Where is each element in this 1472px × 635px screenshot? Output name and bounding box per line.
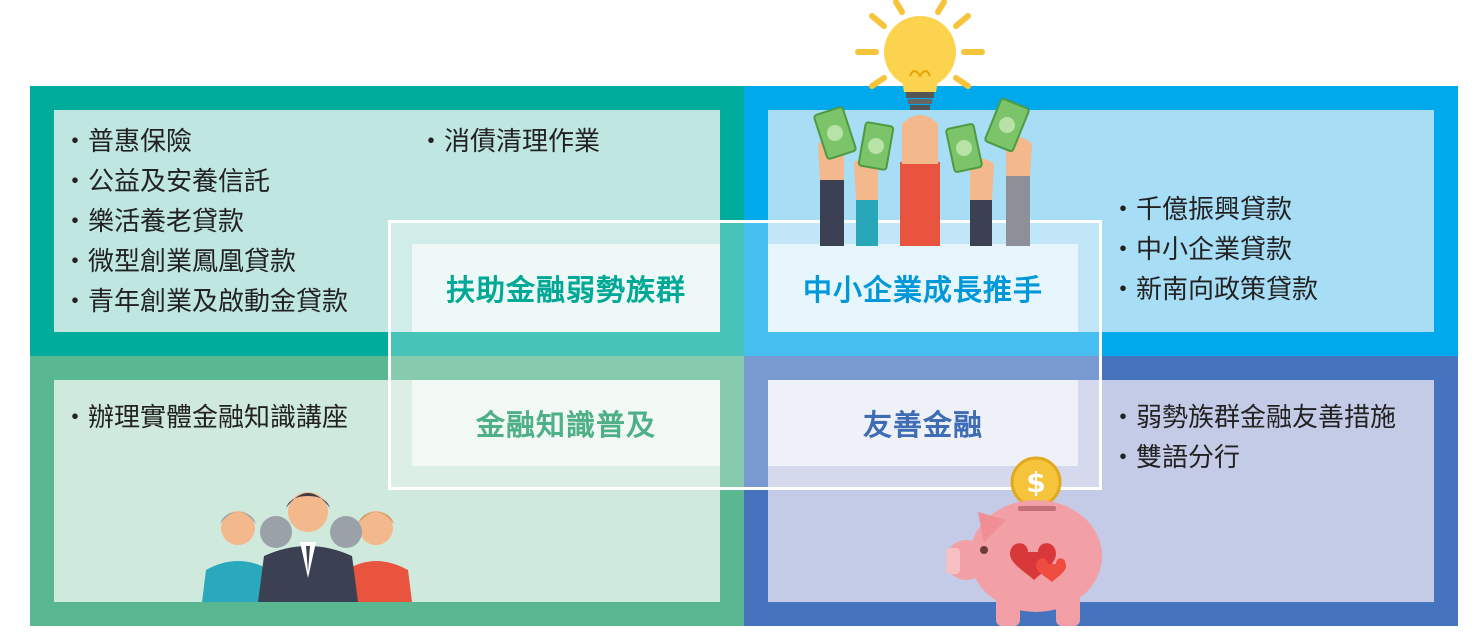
list-item: 消債清理作業 — [418, 122, 600, 162]
list-item: 樂活養老貸款 — [62, 202, 348, 242]
list-item: 弱勢族群金融友善措施 — [1110, 398, 1396, 438]
svg-text:$: $ — [1026, 466, 1045, 499]
top-right-list: 千億振興貸款 中小企業貸款 新南向政策貸款 — [1110, 190, 1318, 310]
list-item: 新南向政策貸款 — [1110, 270, 1318, 310]
top-left-list-col1: 普惠保險 公益及安養信託 樂活養老貸款 微型創業鳳凰貸款 青年創業及啟動金貸款 — [62, 122, 348, 322]
label-friendly-finance: 友善金融 — [768, 380, 1078, 466]
people-group-icon — [202, 492, 412, 602]
list-item: 青年創業及啟動金貸款 — [62, 282, 348, 322]
bottom-left-list: 辦理實體金融知識講座 — [62, 398, 348, 438]
label-financial-literacy: 金融知識普及 — [412, 380, 720, 466]
list-item: 千億振興貸款 — [1110, 190, 1318, 230]
list-item: 微型創業鳳凰貸款 — [62, 242, 348, 282]
top-left-list-col2: 消債清理作業 — [418, 122, 600, 162]
list-item: 公益及安養信託 — [62, 162, 348, 202]
list-item: 辦理實體金融知識講座 — [62, 398, 348, 438]
list-item: 雙語分行 — [1110, 438, 1396, 478]
lightbulb-icon — [855, 0, 985, 110]
hands-holding-money-icon — [813, 97, 1032, 246]
label-financial-inclusion: 扶助金融弱勢族群 — [412, 244, 720, 332]
list-item: 中小企業貸款 — [1110, 230, 1318, 270]
label-sme-growth: 中小企業成長推手 — [768, 244, 1078, 332]
list-item: 普惠保險 — [62, 122, 348, 162]
piggy-bank-icon: $ — [946, 456, 1102, 626]
bottom-right-list: 弱勢族群金融友善措施 雙語分行 — [1110, 398, 1396, 478]
